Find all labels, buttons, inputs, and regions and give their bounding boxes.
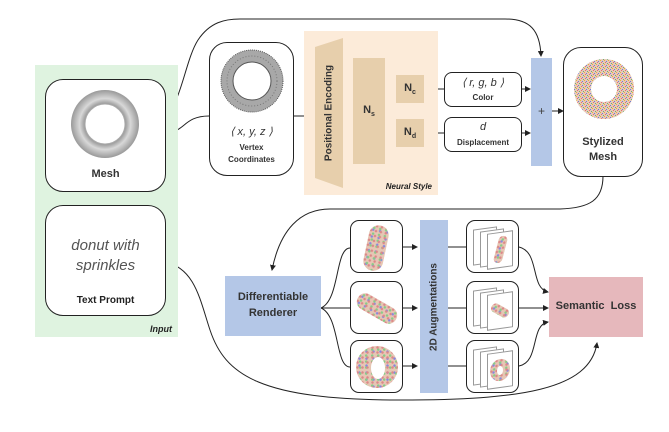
render-view-2 — [350, 281, 403, 334]
text-prompt-box: donut with sprinkles Text Prompt — [45, 205, 166, 316]
neural-style-label: Neural Style — [385, 182, 432, 191]
text-prompt-value: donut with sprinkles — [71, 237, 140, 274]
vertex-label-line2: Coordinates — [228, 155, 275, 164]
aug-donut-icon — [492, 235, 509, 264]
nc-block: Nc — [396, 75, 424, 103]
augmented-stack-3 — [466, 340, 519, 393]
wire-text-to-loss — [164, 261, 600, 401]
donut-tilted-view-icon — [353, 290, 401, 327]
stylized-label-line1: Stylized — [582, 136, 624, 148]
ns-label: Ns — [363, 104, 375, 119]
stylized-label-line2: Mesh — [588, 151, 618, 163]
vertex-coordinates-box: ⟨ x, y, z ⟩ Vertex Coordinates — [209, 42, 294, 176]
input-panel-label: Input — [150, 324, 172, 334]
aug-card — [487, 230, 513, 270]
nc-label: Nc — [404, 82, 416, 97]
aug-card — [487, 350, 513, 390]
aug-donut-icon — [489, 301, 511, 320]
augmentations-label: 2D Augmentations — [428, 262, 440, 351]
donut-side-view-icon — [361, 223, 391, 272]
donut-hole — [371, 357, 385, 379]
color-box: ⟨ r, g, b ⟩ Color — [444, 72, 522, 107]
text-prompt-label: Text Prompt — [76, 295, 135, 306]
displacement-formula: d — [479, 121, 487, 133]
wire-mesh-to-plus — [164, 18, 544, 113]
color-label: Color — [472, 93, 494, 102]
positional-encoding-text-wrap: Positional Encoding — [315, 38, 343, 188]
mesh-box: Mesh — [45, 79, 166, 192]
combine-block: + — [531, 58, 552, 166]
vertex-formula: ⟨ x, y, z ⟩ — [230, 126, 273, 138]
differentiable-renderer-block: Differentiable Renderer — [225, 276, 321, 336]
render-view-1 — [350, 220, 403, 273]
mesh-label: Mesh — [91, 168, 120, 180]
plus-symbol: + — [537, 104, 545, 118]
wire-stylized-to-renderer — [270, 175, 604, 271]
renderer-label-line1: Differentiable — [237, 291, 309, 303]
nd-block: Nd — [396, 119, 424, 147]
semantic-loss-label: Semantic Loss — [555, 300, 637, 312]
render-view-3 — [350, 340, 403, 393]
renderer-label-line2: Renderer — [248, 307, 298, 319]
wire-renderer-to-thumb1 — [320, 247, 351, 309]
wire-athumb3-to-loss — [518, 319, 549, 367]
nd-label: Nd — [403, 126, 417, 141]
vertex-label-line1: Vertex — [239, 143, 264, 152]
augmented-stack-2 — [466, 281, 519, 334]
displacement-label: Displacement — [456, 138, 510, 147]
torus-mesh-icon — [71, 90, 139, 158]
wire-renderer-to-thumb3 — [320, 307, 351, 368]
stylized-mesh-box: Stylized Mesh — [563, 47, 643, 177]
ns-block: Ns — [353, 58, 385, 164]
sprinkled-donut-icon — [574, 59, 634, 119]
wireframe-torus-icon — [220, 49, 284, 113]
aug-card — [487, 291, 513, 331]
positional-encoding-label: Positional Encoding — [323, 64, 335, 162]
augmentations-block: 2D Augmentations — [420, 220, 448, 393]
displacement-box: d Displacement — [444, 117, 522, 152]
color-formula: ⟨ r, g, b ⟩ — [461, 77, 505, 89]
semantic-loss-block: Semantic Loss — [549, 277, 643, 337]
wire-athumb1-to-loss — [518, 246, 549, 294]
positional-encoding-block — [315, 38, 343, 188]
augmented-stack-1 — [466, 220, 519, 273]
